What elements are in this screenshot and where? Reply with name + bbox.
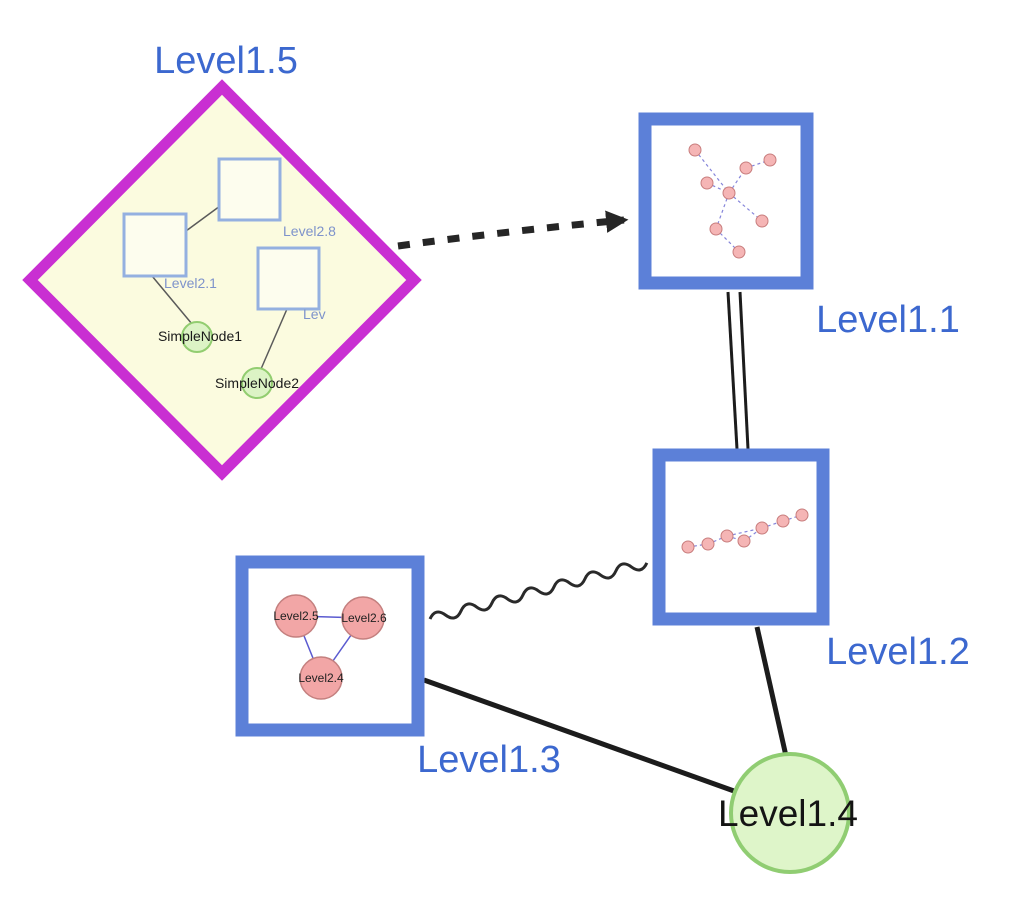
subgraph-edge: [728, 192, 763, 222]
subgraph-node[interactable]: [732, 245, 746, 259]
subgraph-node[interactable]: [688, 143, 702, 157]
node-level1-5-group: Level2.8 Level2.1 Lev SimpleNode1 Simple…: [22, 79, 422, 481]
subgraph-node[interactable]: [755, 521, 769, 535]
node-level2-1-label: Level2.1: [164, 275, 217, 291]
node-level1-2-group: [652, 448, 830, 626]
node-level2-1[interactable]: [122, 212, 188, 278]
level1-2-subgraph: [681, 508, 809, 554]
subgraph-node[interactable]: [722, 186, 736, 200]
node-simplenode1-label: SimpleNode1: [158, 328, 242, 344]
edge-level21-level28[interactable]: [185, 205, 221, 232]
node-level1-3-label: Level1.3: [417, 739, 561, 781]
top-level-edges: [397, 210, 789, 794]
node-level1-3[interactable]: [235, 555, 425, 737]
node-level1-2-label: Level1.2: [826, 631, 970, 673]
node-level1-1-label: Level1.1: [816, 299, 960, 341]
subgraph-node[interactable]: [700, 176, 714, 190]
node-level1-3-group: Level2.5 Level2.6 Level2.4: [235, 555, 425, 737]
node-level2-6-label: Level2.6: [341, 611, 387, 625]
edge-level13-level12[interactable]: [428, 558, 649, 624]
subgraph-node[interactable]: [755, 214, 769, 228]
node-simplenode2[interactable]: [241, 367, 273, 399]
subgraph-node[interactable]: [739, 161, 753, 175]
subgraph-node[interactable]: [701, 537, 715, 551]
level1-1-subgraph: [688, 143, 777, 259]
edge-lev-simplenode2[interactable]: [260, 308, 288, 370]
level1-5-inner-edges: [151, 205, 288, 370]
node-level2-6[interactable]: [341, 596, 385, 640]
edge-level13-level14[interactable]: [423, 677, 735, 794]
subgraph-node[interactable]: [776, 514, 790, 528]
node-level2-5-label: Level2.5: [273, 609, 319, 623]
subgraph-edge: [745, 159, 771, 169]
node-level1-5[interactable]: [22, 79, 422, 481]
node-simplenode2-label: SimpleNode2: [215, 375, 299, 391]
node-level2-8-label: Level2.8: [283, 223, 336, 239]
node-simplenode1[interactable]: [181, 321, 213, 353]
subgraph-node[interactable]: [709, 222, 723, 236]
node-level1-1-group: [638, 112, 814, 290]
node-lev[interactable]: [256, 246, 321, 311]
node-lev-label: Lev: [303, 306, 326, 322]
edge-level12-level14[interactable]: [754, 626, 789, 757]
node-level1-4-label: Level1.4: [718, 793, 858, 834]
subgraph-node[interactable]: [737, 534, 751, 548]
node-level2-5[interactable]: [274, 594, 318, 638]
node-level2-8[interactable]: [217, 157, 282, 222]
subgraph-node[interactable]: [681, 540, 695, 554]
node-level1-4[interactable]: [729, 752, 851, 874]
node-level1-4-group: Level1.4: [718, 752, 858, 874]
subgraph-node[interactable]: [795, 508, 809, 522]
edge-level21-simplenode1[interactable]: [151, 275, 193, 325]
edge-level15-level11[interactable]: [397, 210, 629, 250]
node-level1-5-label: Level1.5: [154, 40, 298, 82]
subgraph-node[interactable]: [763, 153, 777, 167]
node-level2-4[interactable]: [299, 656, 343, 700]
edge-level11-level12[interactable]: [726, 291, 750, 450]
node-level2-4-label: Level2.4: [298, 671, 344, 685]
subgraph-node[interactable]: [720, 529, 734, 543]
